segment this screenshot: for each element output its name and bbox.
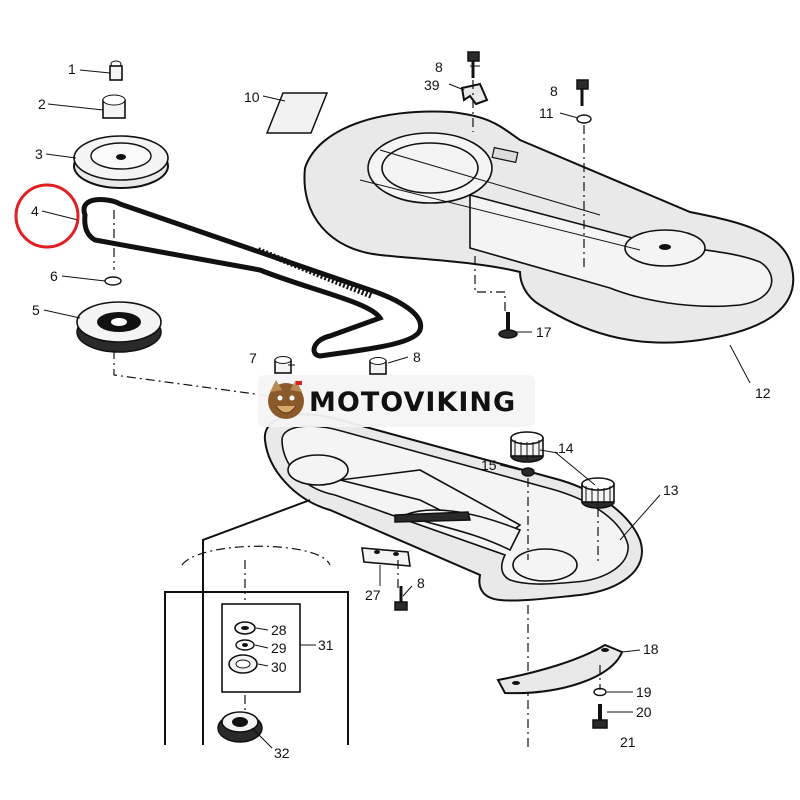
screw-1 bbox=[109, 60, 123, 81]
callout-labels: 1 2 3 4 6 5 7 8 10 8 39 8 11 17 12 14 15… bbox=[31, 59, 771, 761]
callout-2: 2 bbox=[38, 96, 46, 112]
washer-11 bbox=[576, 114, 592, 124]
pulley-3 bbox=[73, 135, 169, 189]
callout-4: 4 bbox=[31, 203, 39, 219]
washer-6 bbox=[104, 276, 122, 286]
sprocket-5 bbox=[76, 301, 162, 353]
callout-6: 6 bbox=[50, 268, 58, 284]
callout-5: 5 bbox=[32, 302, 40, 318]
callout-8-right: 8 bbox=[550, 83, 558, 99]
brand-name: MOTOVIKING bbox=[309, 387, 516, 418]
callout-14: 14 bbox=[558, 440, 574, 456]
callout-31: 31 bbox=[318, 637, 334, 653]
leader-lines bbox=[41, 65, 751, 749]
washer-15 bbox=[521, 467, 535, 477]
callout-28: 28 bbox=[271, 622, 287, 638]
gear-14-right bbox=[581, 477, 615, 509]
callout-10: 10 bbox=[244, 89, 260, 105]
bolt-17 bbox=[498, 312, 518, 339]
callout-39: 39 bbox=[424, 77, 440, 93]
bolt-20 bbox=[592, 704, 608, 729]
callout-13: 13 bbox=[663, 482, 679, 498]
spindle-frame bbox=[164, 499, 349, 745]
callout-17: 17 bbox=[536, 324, 552, 340]
brand-watermark: MOTOVIKING bbox=[258, 375, 535, 427]
callout-19: 19 bbox=[636, 684, 652, 700]
callout-7: 7 bbox=[249, 350, 257, 366]
bracket-39 bbox=[460, 82, 489, 106]
callout-18: 18 bbox=[643, 641, 659, 657]
drive-belt-4 bbox=[81, 197, 424, 359]
callout-32: 32 bbox=[274, 745, 290, 761]
spindle-hub-32 bbox=[217, 711, 263, 743]
decal-label bbox=[265, 92, 329, 134]
highlight-circle bbox=[14, 183, 80, 249]
lower-belt-housing bbox=[263, 413, 643, 602]
nut-8-mid bbox=[369, 357, 387, 375]
callout-8-mid: 8 bbox=[413, 349, 421, 365]
callout-15: 15 bbox=[481, 457, 497, 473]
callout-8-top: 8 bbox=[435, 59, 443, 75]
callout-20: 20 bbox=[636, 704, 652, 720]
bolt-8-lower bbox=[394, 586, 408, 611]
callout-27: 27 bbox=[365, 587, 381, 603]
gear-14-left bbox=[510, 431, 544, 463]
bolt-8-right bbox=[576, 79, 589, 106]
callout-29: 29 bbox=[271, 640, 287, 656]
callout-1: 1 bbox=[68, 61, 76, 77]
spacer-28 bbox=[234, 621, 256, 635]
deflector-18 bbox=[496, 643, 624, 695]
callout-11: 11 bbox=[539, 105, 554, 121]
bolt-8-top bbox=[467, 51, 480, 78]
bearing-30 bbox=[228, 654, 258, 674]
nut-7 bbox=[274, 356, 292, 374]
upper-belt-cover bbox=[303, 110, 795, 344]
callout-30: 30 bbox=[271, 659, 287, 675]
viking-logo-icon bbox=[268, 380, 304, 419]
washer-29 bbox=[235, 639, 255, 651]
callout-21: 21 bbox=[620, 734, 636, 750]
callout-3: 3 bbox=[35, 146, 43, 162]
nut-2 bbox=[102, 94, 126, 119]
block-27 bbox=[361, 547, 411, 567]
callout-8-lower: 8 bbox=[417, 575, 425, 591]
callout-12: 12 bbox=[755, 385, 771, 401]
